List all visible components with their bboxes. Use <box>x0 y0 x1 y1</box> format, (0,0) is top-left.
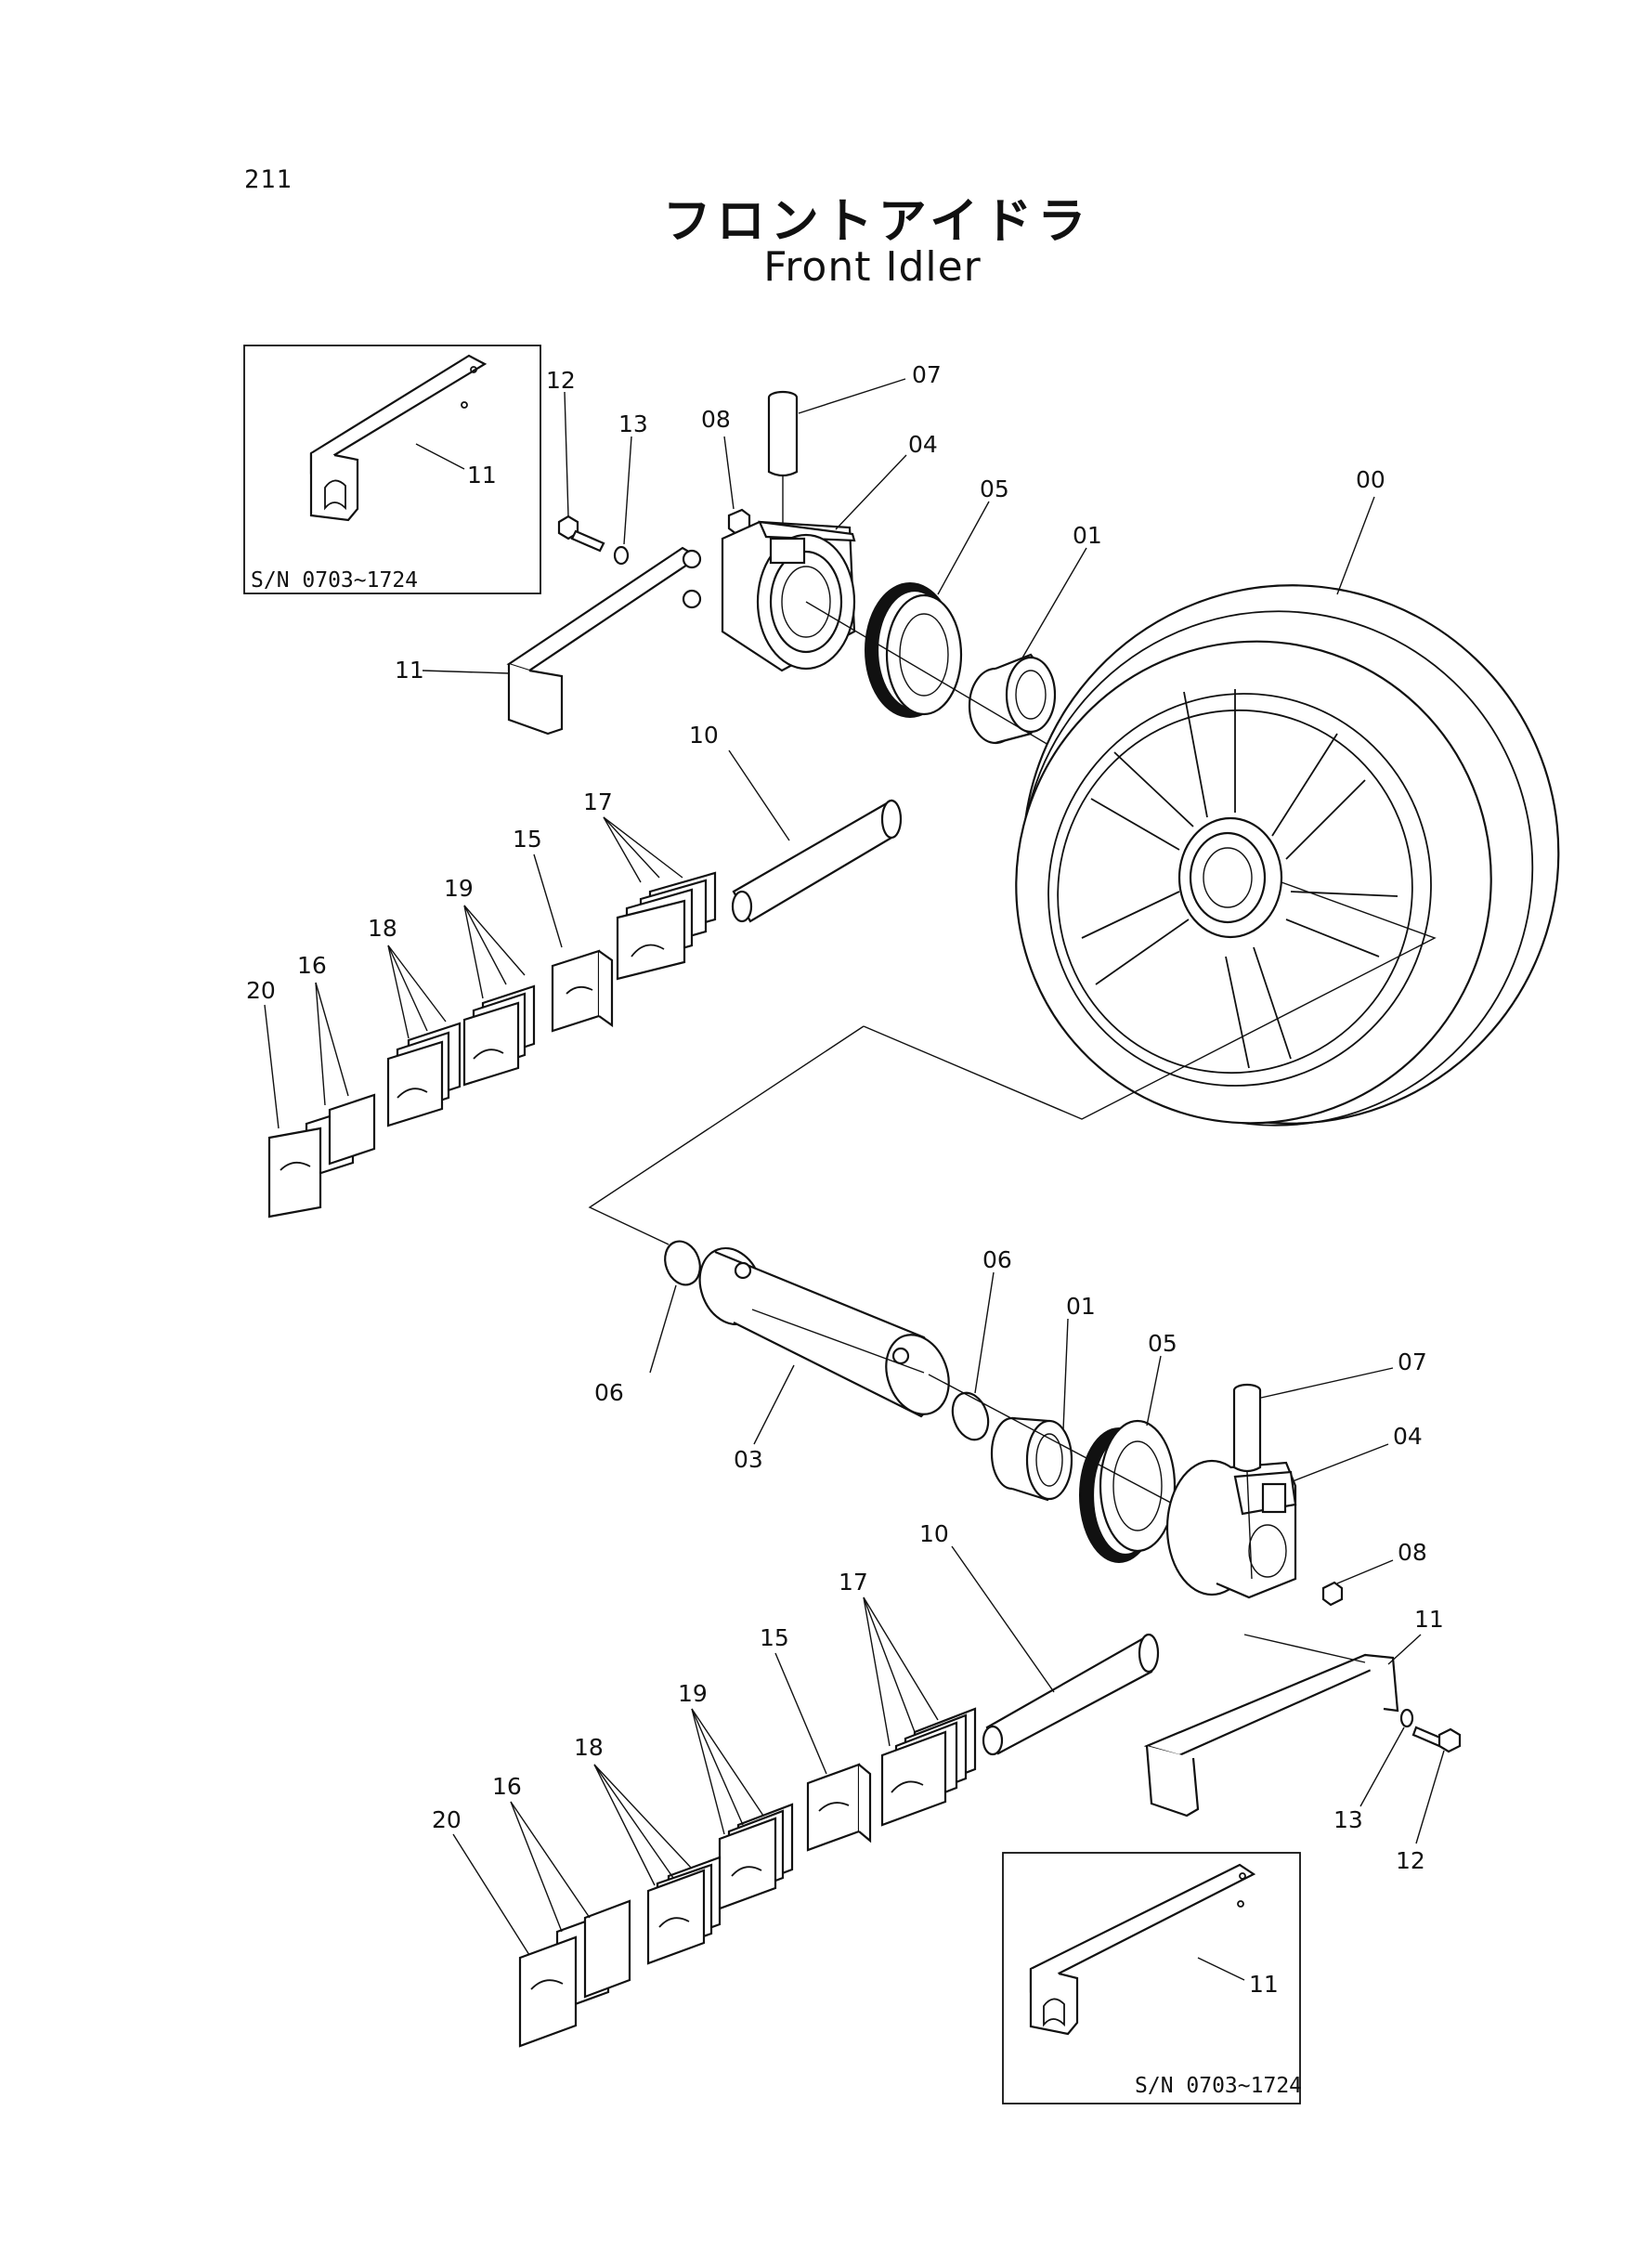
label-11: 11 <box>1249 1971 1279 1998</box>
label-10: 10 <box>919 1520 949 1547</box>
part-10-shaft-bottom: 10 <box>919 1520 1160 1756</box>
label-03: 03 <box>734 1446 763 1473</box>
part-05-seal-bottom: 05 <box>1079 1330 1177 1563</box>
part-17-shims-bottom: 17 <box>839 1569 977 1827</box>
label-12: 12 <box>546 367 576 394</box>
part-10-shaft-top: 10 <box>689 722 903 923</box>
label-15: 15 <box>760 1624 789 1651</box>
label-04: 04 <box>908 431 938 458</box>
part-05-seal-top: 05 <box>865 476 1009 718</box>
label-18: 18 <box>574 1734 604 1761</box>
part-01-bushing-top: 01 <box>968 522 1102 745</box>
label-10: 10 <box>689 722 719 749</box>
part-07-pin-top: 07 <box>767 361 942 594</box>
page-number: 211 <box>244 165 293 194</box>
label-05: 05 <box>980 476 1009 502</box>
part-01-bushing-bottom: 01 <box>990 1293 1096 1502</box>
part-12-bolt-top: 12 <box>546 367 605 553</box>
label-11: 11 <box>1414 1606 1444 1633</box>
inset-box-top: 11 S/N 0703~1724 <box>243 345 541 594</box>
inset-box-bottom: 11 S/N 0703~1724 <box>1002 1852 1302 2104</box>
label-11: 11 <box>467 462 497 489</box>
label-18: 18 <box>368 915 397 942</box>
label-19: 19 <box>678 1680 708 1707</box>
label-19: 19 <box>444 875 474 902</box>
part-11-bracket-top: 11 <box>395 546 702 736</box>
part-04-housing-bottom: 04 <box>1165 1423 1423 1599</box>
part-17-shims-top: 17 <box>583 788 717 981</box>
label-08: 08 <box>1398 1539 1427 1566</box>
label-07: 07 <box>912 361 942 388</box>
part-18-shims-top: 18 <box>368 915 462 1127</box>
part-15-shim-top: 15 <box>513 826 614 1033</box>
part-12-bolt-bottom: 12 <box>1396 1726 1462 1874</box>
assembly-projection-outline <box>588 881 1437 1245</box>
page-title-japanese: フロントアイドラ <box>662 194 1092 250</box>
part-00-idler-wheel: 00 <box>1015 466 1560 1127</box>
page-title-english: Front Idler <box>763 243 982 291</box>
label-00: 00 <box>1356 466 1385 493</box>
part-08-grease-fitting-bottom: 08 <box>1321 1539 1427 1607</box>
part-19-shims-top: 19 <box>444 875 536 1087</box>
serial-range-note: S/N 0703~1724 <box>251 568 418 593</box>
label-12: 12 <box>1396 1847 1425 1874</box>
part-03-shaft: 03 <box>698 1246 950 1473</box>
label-01: 01 <box>1073 522 1102 549</box>
label-15: 15 <box>513 826 542 853</box>
label-08: 08 <box>701 406 731 433</box>
label-07: 07 <box>1398 1348 1427 1375</box>
part-06-o-ring-right: 06 <box>951 1246 1012 1441</box>
label-20: 20 <box>246 977 276 1004</box>
label-06: 06 <box>594 1379 624 1406</box>
part-20-block-bottom: 20 <box>432 1806 578 2048</box>
part-07-pin-bottom: 07 <box>1232 1348 1427 1580</box>
label-13: 13 <box>618 410 648 437</box>
label-16: 16 <box>297 952 327 979</box>
label-04: 04 <box>1393 1423 1423 1450</box>
part-11-bracket-bottom: 11 <box>1143 1606 1444 1818</box>
part-20-block-top: 20 <box>246 977 322 1218</box>
part-08-grease-fitting-top: 08 <box>701 406 751 536</box>
part-18-shims-bottom: 18 <box>574 1734 722 1965</box>
label-06: 06 <box>982 1246 1012 1273</box>
part-06-o-ring-left: 06 <box>594 1240 701 1406</box>
part-13-washer-bottom: 13 <box>1333 1708 1414 1833</box>
part-15-shim-bottom: 15 <box>760 1624 872 1852</box>
label-05: 05 <box>1148 1330 1177 1357</box>
label-11: 11 <box>395 657 424 684</box>
label-20: 20 <box>432 1806 462 1833</box>
label-01: 01 <box>1066 1293 1096 1320</box>
label-17: 17 <box>839 1569 868 1596</box>
label-17: 17 <box>583 788 613 815</box>
label-16: 16 <box>492 1773 522 1800</box>
part-13-washer-top: 13 <box>613 410 648 566</box>
label-13: 13 <box>1333 1806 1363 1833</box>
serial-range-note: S/N 0703~1724 <box>1135 2074 1302 2098</box>
